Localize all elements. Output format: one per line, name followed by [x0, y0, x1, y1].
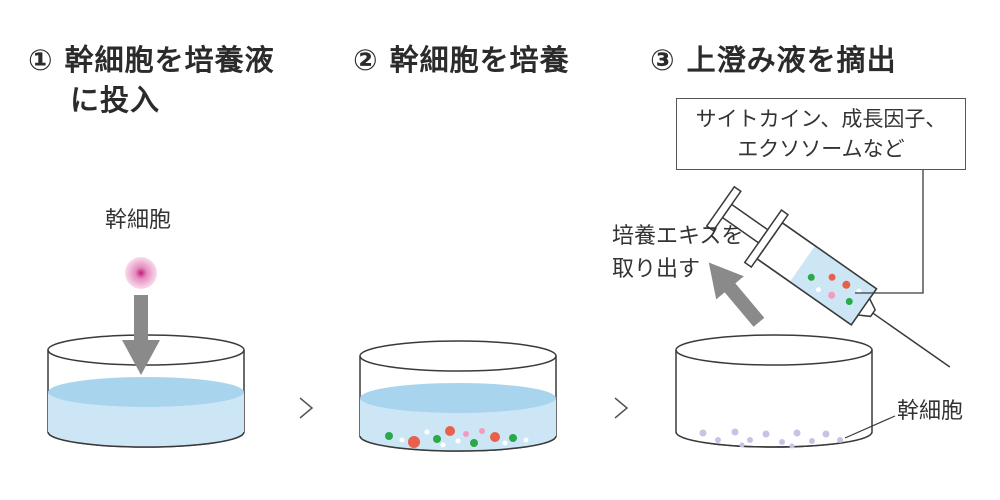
extract-label: 培養エキスを 取り出す	[612, 220, 743, 286]
dish-1-icon	[47, 334, 245, 448]
stem-cell-label: 幹細胞	[105, 208, 172, 233]
step-2-title: ② 幹細胞を培養	[353, 43, 570, 77]
step-3-title: ③ 上澄み液を摘出	[650, 43, 897, 77]
stem-cell-label-3: 幹細胞	[897, 399, 964, 424]
step-1-title: ① 幹細胞を培養液 に投入	[28, 40, 275, 120]
callout-connector	[855, 170, 924, 294]
callout-line1: サイトカイン、成長因子、	[695, 107, 947, 131]
dish-2-icon	[359, 340, 557, 452]
chevron-right-icon	[614, 397, 629, 419]
step-1-title-line1: ① 幹細胞を培養液	[28, 43, 275, 77]
extract-label-line1: 培養エキスを	[612, 224, 744, 249]
extract-label-line2: 取り出す	[612, 257, 701, 282]
dish-3-icon	[675, 334, 873, 449]
stem-cell-icon	[125, 257, 157, 289]
callout-line2: エクソソームなど	[737, 137, 905, 161]
up-right-arrow-icon	[708, 262, 765, 327]
chevron-right-icon	[299, 397, 314, 419]
callout-box: サイトカイン、成長因子、 エクソソームなど	[676, 98, 966, 170]
down-arrow-icon	[122, 295, 160, 375]
stem-cell-leader-line	[844, 415, 896, 439]
settled-cells	[699, 428, 843, 449]
step-1-title-line2: に投入	[70, 83, 161, 117]
culture-particles	[385, 426, 529, 448]
syringe-icon	[705, 185, 951, 368]
